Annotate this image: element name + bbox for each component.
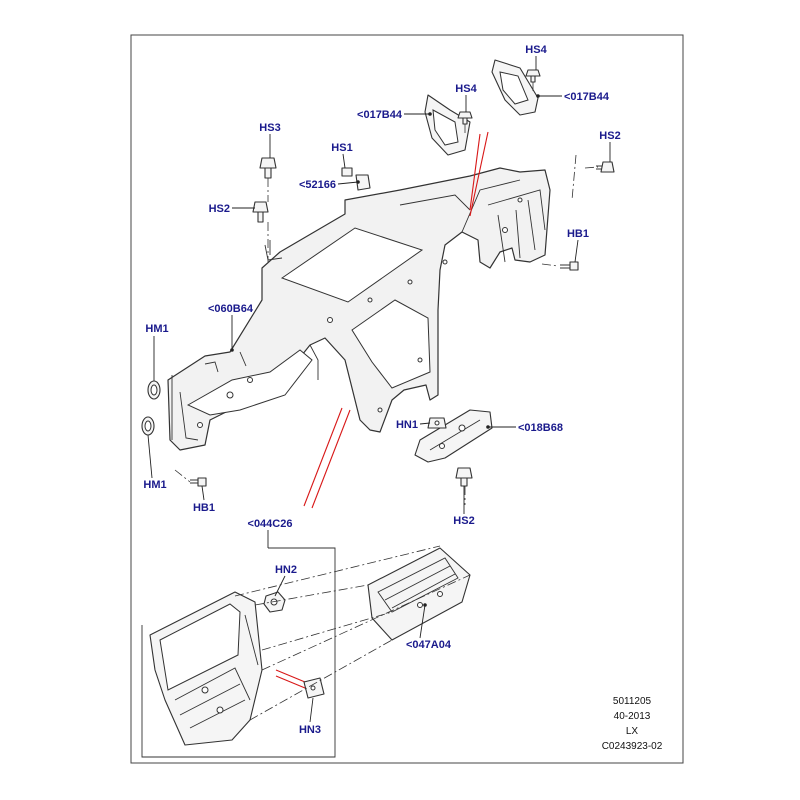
label-hs4-mid: HS4 xyxy=(455,83,477,95)
fastener-hb1-right xyxy=(560,261,579,271)
bracket-018b68 xyxy=(414,409,493,463)
align-line xyxy=(541,263,559,267)
label-hs2-right: HS2 xyxy=(599,130,620,142)
label-hn2: HN2 xyxy=(275,564,297,576)
label-hm1-bottom: HM1 xyxy=(143,479,166,491)
label-017b44-right: <017B44 xyxy=(564,91,610,103)
align-line xyxy=(254,584,369,606)
label-044c26: <044C26 xyxy=(248,518,293,530)
fastener-hs1 xyxy=(341,167,371,191)
fastener-hn3 xyxy=(303,677,325,699)
ref-date: 40-2013 xyxy=(614,711,651,722)
label-hn1: HN1 xyxy=(396,419,418,431)
label-017b44-left: <017B44 xyxy=(357,109,403,121)
ref-code: C0243923-02 xyxy=(602,741,663,752)
label-hs4-top: HS4 xyxy=(525,44,547,56)
label-hs2-bottom: HS2 xyxy=(453,515,474,527)
label-hm1-top: HM1 xyxy=(145,323,168,335)
align-line xyxy=(571,154,577,201)
label-018b68: <018B68 xyxy=(518,422,563,434)
bracket-017b44-left xyxy=(424,94,471,156)
fastener-hs4-top xyxy=(525,69,541,83)
highlight-line xyxy=(469,131,489,217)
highlight-line xyxy=(275,669,306,683)
bracket-017b44-right xyxy=(491,59,539,116)
glovebox-assembly xyxy=(149,591,263,746)
highlight-line xyxy=(275,675,306,689)
module-047a04 xyxy=(367,547,471,641)
label-hs1: HS1 xyxy=(331,142,352,154)
align-line xyxy=(174,469,191,483)
leader-lines xyxy=(147,56,611,723)
highlight-line xyxy=(469,133,481,211)
align-line xyxy=(261,574,471,671)
grommet-hm1 xyxy=(141,380,161,436)
cross-car-beam xyxy=(167,167,551,451)
fastener-hs2-left xyxy=(252,201,269,223)
diagram-border xyxy=(130,34,684,764)
ref-number: 5011205 xyxy=(613,696,652,707)
label-060b64: <060B64 xyxy=(208,303,254,315)
fastener-hn2 xyxy=(263,591,286,613)
label-hs2-left: HS2 xyxy=(209,203,230,215)
align-line xyxy=(234,545,441,597)
label-hb1-left: HB1 xyxy=(193,502,215,514)
fastener-hs2-right xyxy=(596,161,615,173)
fastener-hn1 xyxy=(427,417,447,429)
align-line xyxy=(249,639,393,721)
label-hb1-right: HB1 xyxy=(567,228,589,240)
ref-model: LX xyxy=(626,726,639,737)
label-hn3: HN3 xyxy=(299,724,321,736)
highlight-line xyxy=(303,407,343,507)
module-frame xyxy=(141,547,336,758)
label-047a04: <047A04 xyxy=(406,639,452,651)
fastener-hs3 xyxy=(259,157,277,179)
align-line xyxy=(261,611,393,651)
fastener-hb1-left xyxy=(190,477,207,487)
fastener-hs2-bottom xyxy=(455,467,473,487)
highlight-line xyxy=(311,409,351,509)
label-hs3: HS3 xyxy=(259,122,280,134)
align-line xyxy=(584,166,599,169)
label-52166: <52166 xyxy=(299,179,336,191)
